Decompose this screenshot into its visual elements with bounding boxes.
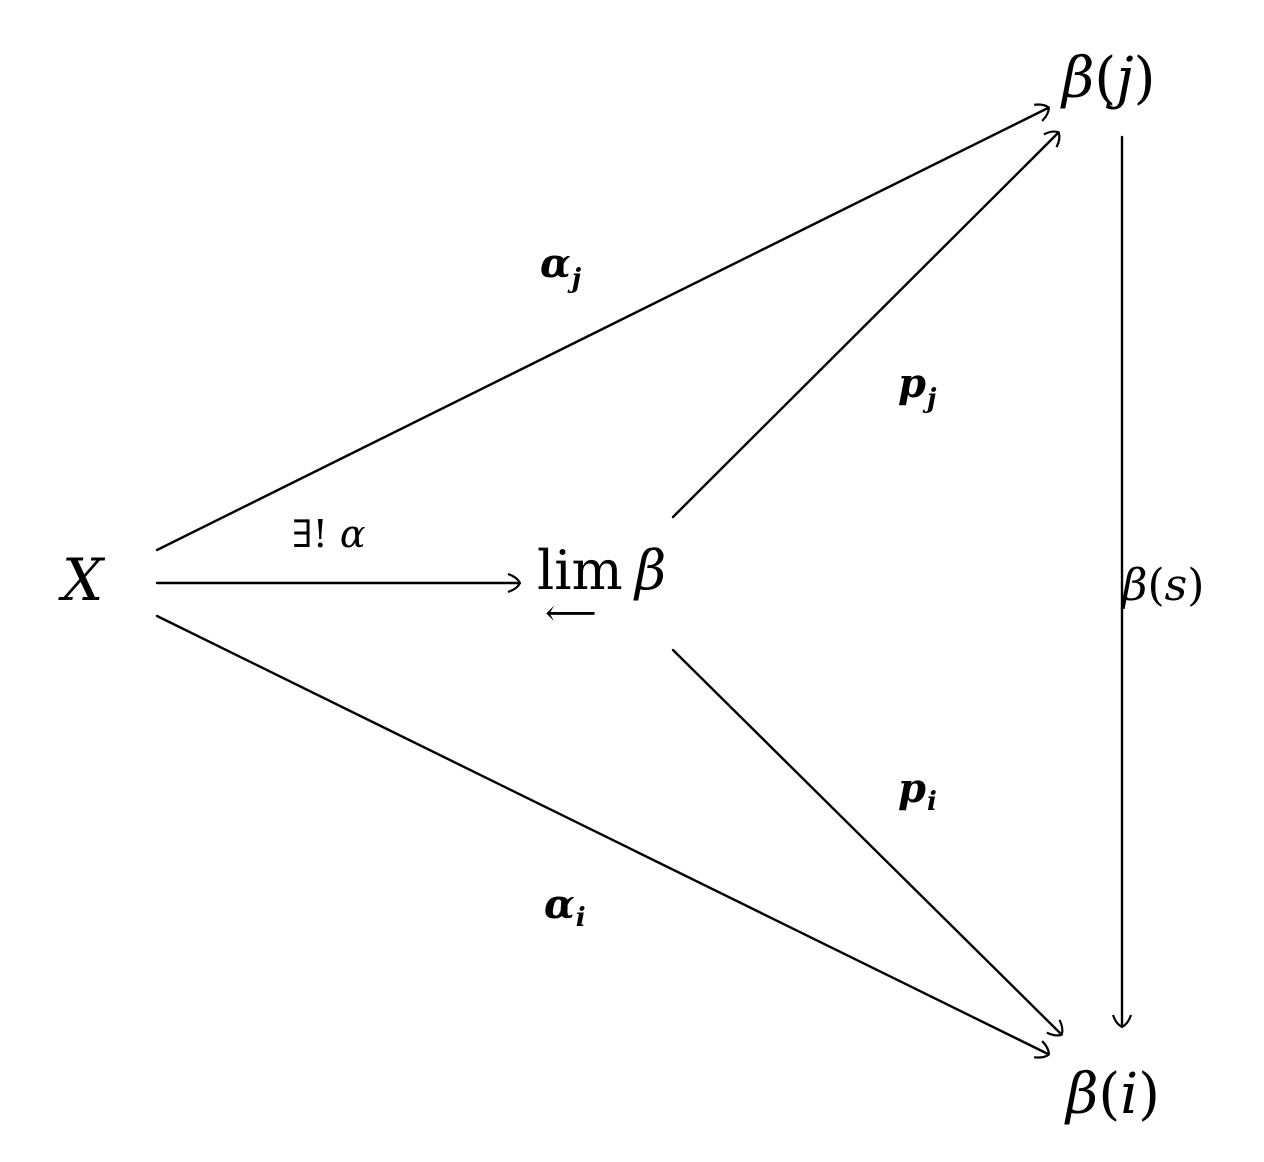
label-p-j: pj — [898, 360, 937, 414]
label-alpha-j: αj — [540, 240, 582, 294]
arrow-lim-to-beta-i — [671, 648, 1061, 1034]
node-beta-j: β(j) — [1060, 46, 1155, 111]
node-lim-beta: lim β ⟵ — [537, 539, 666, 634]
lim-under-arrow: ⟵ — [545, 593, 597, 634]
node-x: X — [58, 546, 106, 614]
arrow-x-to-beta-j — [155, 108, 1048, 552]
node-beta-i: β(i) — [1064, 1062, 1160, 1127]
label-p-i: pi — [898, 765, 937, 817]
label-exists-unique-alpha: ∃!α — [292, 512, 366, 556]
lim-argument: β — [633, 539, 666, 602]
lim-operator: lim — [537, 539, 623, 602]
arrow-lim-to-beta-j — [671, 133, 1058, 519]
label-alpha-i: αi — [544, 881, 586, 933]
label-beta-s: β(s) — [1120, 560, 1204, 611]
arrow-x-to-beta-i — [155, 614, 1048, 1054]
